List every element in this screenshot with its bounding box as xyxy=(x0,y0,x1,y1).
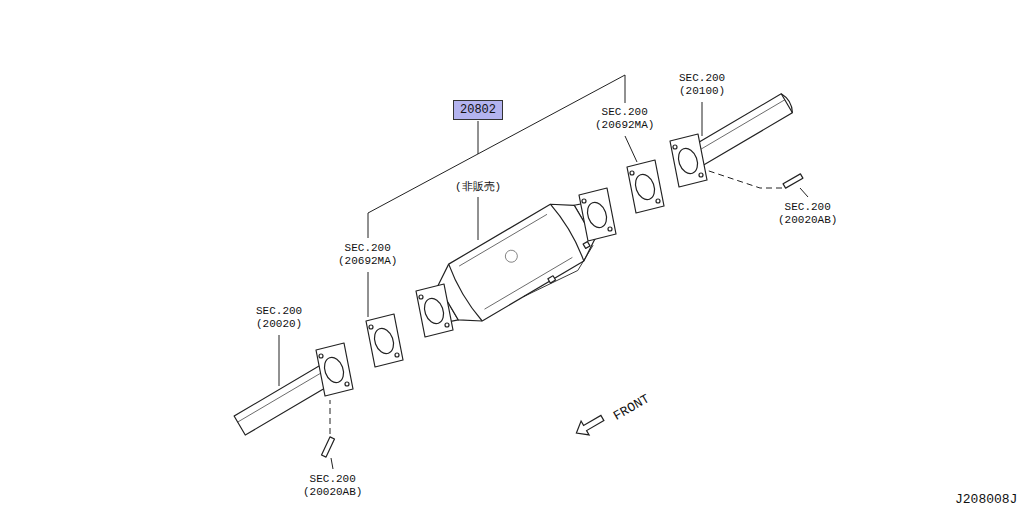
front-flange xyxy=(316,343,353,396)
outlet-flange xyxy=(579,188,616,241)
catalytic-converter xyxy=(548,276,556,283)
outlet-flange xyxy=(608,227,612,231)
inlet-flange xyxy=(416,284,453,337)
direction-label: FRONT xyxy=(610,391,653,424)
gasket xyxy=(366,314,403,367)
stud-direction-line xyxy=(330,400,331,434)
leader-lines xyxy=(800,188,808,197)
catalytic-converter xyxy=(431,194,601,331)
stud-direction-line xyxy=(330,170,782,434)
catalytic-converter xyxy=(583,242,590,249)
catalytic-converter xyxy=(446,264,482,322)
leader-lines xyxy=(368,272,369,317)
section-reference: SEC.200 (20692MA) xyxy=(337,242,398,268)
part-number: 20802 xyxy=(460,103,496,117)
front-arrow xyxy=(572,411,606,440)
outlet-flange xyxy=(579,188,616,241)
stud-bolt xyxy=(783,174,803,188)
front-flange xyxy=(319,354,323,358)
rear-pipe xyxy=(694,100,784,153)
leader-lines xyxy=(279,335,280,386)
catalytic-converter xyxy=(485,257,573,309)
front-arrow xyxy=(572,411,606,440)
gasket xyxy=(369,325,373,329)
stud-bolt xyxy=(322,174,803,457)
inlet-flange xyxy=(421,296,447,327)
section-reference: SEC.200 (20020) xyxy=(255,305,303,331)
rear-flange xyxy=(670,134,707,187)
catalytic-converter xyxy=(417,185,618,344)
rear-pipe xyxy=(781,92,795,112)
leader-lines xyxy=(279,75,808,469)
front-flange xyxy=(321,355,347,386)
inlet-flange xyxy=(419,295,423,299)
front-pipe xyxy=(234,363,335,435)
gasket xyxy=(627,160,664,213)
outlet-flange xyxy=(582,199,586,203)
catalytic-converter xyxy=(550,203,586,261)
gasket xyxy=(632,172,658,203)
section-reference: SEC.200 (20020AB) xyxy=(302,473,363,499)
section-reference: SEC.200 (20100) xyxy=(678,72,726,98)
gasket xyxy=(630,171,634,175)
figure-code: J208008J xyxy=(954,492,1018,507)
outlet-flange xyxy=(584,200,610,231)
catalytic-converter xyxy=(503,248,519,264)
gasket xyxy=(627,160,664,213)
leader-lines xyxy=(368,75,625,238)
gasket xyxy=(366,314,403,367)
front-pipe xyxy=(234,363,335,435)
rear-flange xyxy=(670,134,707,187)
note: (非販売) xyxy=(454,181,502,194)
rear-flange xyxy=(699,173,703,177)
gasket xyxy=(395,353,399,357)
gasket xyxy=(371,326,397,357)
stud-direction-line xyxy=(706,170,782,188)
catalytic-converter xyxy=(571,245,601,270)
stud-bolt xyxy=(322,437,335,457)
exhaust-parts xyxy=(234,92,803,457)
section-reference: SEC.200 (20692MA) xyxy=(594,106,655,132)
rear-flange xyxy=(675,146,701,177)
front-flange xyxy=(316,343,353,396)
front-pipe xyxy=(238,371,324,422)
leader-lines xyxy=(331,458,333,469)
front-flange xyxy=(345,382,349,386)
inlet-flange xyxy=(445,323,449,327)
leader-lines xyxy=(478,197,479,240)
gasket xyxy=(656,199,660,203)
catalytic-converter xyxy=(524,266,578,301)
leader-lines xyxy=(702,102,703,136)
rear-flange xyxy=(673,145,677,149)
part-number-box: 20802 xyxy=(453,100,503,120)
inlet-flange xyxy=(416,284,453,337)
catalytic-converter xyxy=(459,214,547,266)
leader-lines xyxy=(625,136,637,162)
section-reference: SEC.200 (20020AB) xyxy=(777,201,838,227)
leader-lines xyxy=(478,121,479,154)
